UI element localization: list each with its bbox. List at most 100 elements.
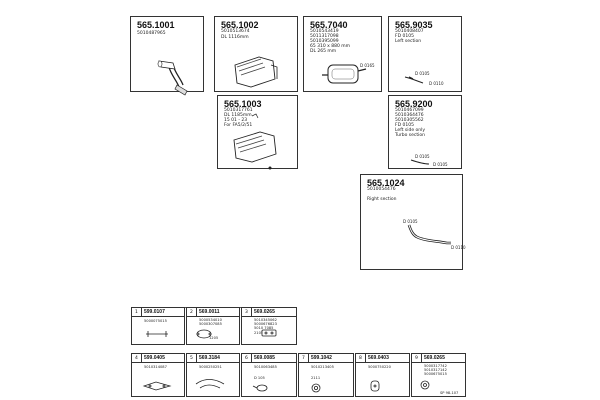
part-code: 5010054476 [367,187,396,192]
divider [141,354,142,362]
fitting-part-number: 569.0011 [199,309,220,315]
fitting-code: 5000675015 [424,372,447,376]
part-dimension: 65 310 x 880 mm [310,44,351,49]
divider [242,362,296,363]
fitting-index: 8 [359,356,362,361]
fitting-cell-2: 2 569.0011 5000534010 5000307085 1205 [186,307,240,345]
divider [251,308,252,316]
fitting-note: 1205 [209,336,219,340]
part-note: Left side only [395,128,426,133]
fitting-part-number: 569.0265 [254,309,275,315]
fitting-code: 5000250251 [199,365,222,369]
fitting-cell-7: 7 599.1042 5010213405 2111 [298,353,354,397]
part-code: 5010364476 [395,113,424,118]
part-diameter: FD 0105 [395,34,414,39]
part-number: 565.9035 [395,20,433,30]
fitting-cell-1: 1 599.0107 5000075015 [131,307,185,345]
fitting-cell-8: 8 569.0403 5000750220 [355,353,410,397]
diameter-label: D 0105 [433,162,448,167]
part-code: 5011317098 [310,34,339,39]
part-card-565-1003: 565.1003 5010317761 DL 1185mm 15 01 - 23… [217,95,298,170]
part-code: 5010467099 [395,108,424,113]
part-code: 5010305562 [395,118,424,123]
divider [132,362,184,363]
fitting-5-hanger [195,379,225,389]
part-card-565-9200: 565.9200 5010467099 5010364476 501030556… [388,95,462,169]
divider [187,362,239,363]
fitting-code: 5000075015 [144,319,167,323]
part-note: Right section [367,197,397,202]
fitting-part-number: 569.0403 [368,355,389,361]
divider [412,362,465,363]
divider [308,354,309,362]
fitting-4-flange [142,381,172,391]
fitting-9-gasket [420,380,430,390]
diameter-label: D 0110 [451,245,466,250]
footer-code: SP 98-107 [440,391,459,395]
part-note: For FA5/2/51 [224,123,253,128]
fitting-code: 5000750220 [368,365,391,369]
fitting-index: 2 [190,310,193,315]
divider [196,354,197,362]
fitting-cell-9: 9 569.0265 5000317742 5010317142 5000675… [411,353,466,397]
fitting-code: 5010063485 [254,365,277,369]
silencer-box-drawing [322,64,367,84]
part-number: 565.7040 [310,20,348,30]
fitting-part-number: 569.0265 [424,355,445,361]
fitting-cell-5: 5 569.3184 5000250251 [186,353,240,397]
pipe-section-drawing [410,159,430,165]
divider [187,316,239,317]
part-dimension: DL 1185mm [224,113,252,118]
divider [251,354,252,362]
fitting-cell-6: 6 569.0085 5010063485 D 105 [241,353,297,397]
fitting-3-bracket [261,329,277,337]
divider [242,316,296,317]
part-note: Turbo section [395,133,426,138]
tailpipe-drawing [407,224,451,245]
fitting-code: 5010213405 [311,365,334,369]
part-number: 565.1002 [221,20,259,30]
part-card-565-1001: 565.1001 5010487965 [130,16,204,96]
part-card-565-1002: 565.1002 5010513674 DL 1116mm [214,16,298,92]
part-number: 565.1003 [224,99,262,109]
diameter-label: D 0105 [415,71,430,76]
divider [365,354,366,362]
part-card-565-1024: 565.1024 5010054476 Right section D 0105… [360,174,466,270]
fitting-code: 5010 7085 [254,326,274,330]
fitting-part-number: 569.3184 [199,355,220,361]
divider [141,308,142,316]
fitting-code: 5000317742 [424,364,447,368]
fitting-note: 2111 [311,376,321,380]
part-code: 5010513674 [221,29,250,34]
part-note: 15 01 - 23 [224,118,248,123]
diameter-label: D 0105 [415,154,430,159]
fitting-cell-3: 3 569.0265 5010345062 5000676823 5010 70… [241,307,297,345]
fitting-code: 5000534010 [199,318,222,322]
fitting-index: 7 [302,356,305,361]
fitting-code: 5010314087 [144,365,167,369]
fitting-7-ring [311,383,321,393]
fitting-8-rubber-mount [370,380,380,392]
fitting-part-number: 569.0085 [254,355,275,361]
part-number: 565.9200 [395,99,433,109]
diameter-label: D 0110 [429,81,444,86]
part-code: 5010395099 [310,39,339,44]
part-diameter: FD 0105 [395,123,414,128]
part-card-565-9035: 565.9035 5010408407 FD 0105 Left section… [388,16,462,92]
fitting-index: 6 [245,356,248,361]
divider [196,308,197,316]
diameter-label: D 0105 [403,219,418,224]
fitting-part-number: 599.0405 [144,355,165,361]
pipe-section-drawing [404,76,424,84]
fitting-index: 4 [135,356,138,361]
fitting-index: 5 [190,356,193,361]
fitting-note: 2105 [254,331,264,335]
fitting-6-clamp [252,384,268,392]
fitting-code: 5000307085 [199,322,222,326]
part-code: 5010487965 [137,31,166,36]
part-dimension: DL 1116mm [221,35,249,40]
part-number: 565.1024 [367,178,405,188]
fitting-code: 5010317142 [424,368,447,372]
